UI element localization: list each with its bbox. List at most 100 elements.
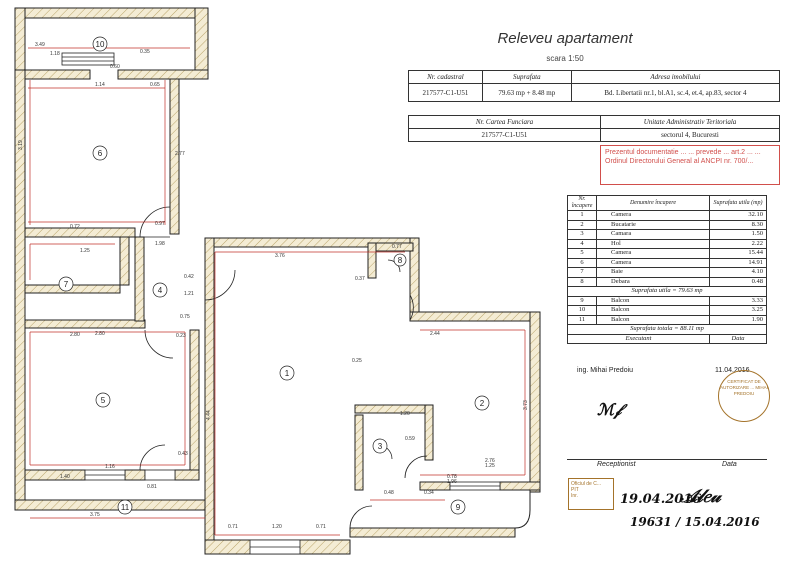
dimension-lines — [28, 47, 526, 536]
ancpi-stamp: Prezentul documentatie ... ... prevede .… — [600, 145, 780, 185]
svg-text:0.65: 0.65 — [150, 82, 160, 88]
table-header: Unitate Administrativ Teritoriala — [600, 115, 780, 129]
table-cell: Bucatarie — [596, 219, 710, 230]
table-cell: Hol — [596, 238, 710, 249]
table-cell: 32.10 — [709, 210, 767, 221]
svg-text:1.96: 1.96 — [447, 479, 457, 485]
svg-text:0.77: 0.77 — [392, 244, 402, 250]
table-cell: 3.25 — [709, 305, 767, 316]
svg-text:1.40: 1.40 — [60, 474, 70, 480]
table-header: Adresa imobilului — [570, 70, 781, 84]
carte-funciara-table: Nr. Cartea Funciara Unitate Administrati… — [408, 115, 780, 142]
windows — [61, 52, 501, 555]
page-title: Releveu apartament — [497, 30, 633, 47]
room-9-label: 9 — [456, 503, 461, 512]
svg-text:0.48: 0.48 — [384, 490, 394, 496]
svg-text:0.72: 0.72 — [70, 224, 80, 230]
table-cell: 217577-C1-U51 — [408, 128, 601, 142]
svg-text:0.43: 0.43 — [178, 451, 188, 457]
handwritten-date: 19.04.2016 — [620, 492, 702, 507]
table-cell: Bd. Libertatii nr.1, bl.A1, sc.4, et.4, … — [570, 83, 781, 102]
room-10-label: 10 — [96, 40, 105, 49]
executant-label: Executant — [567, 333, 710, 344]
table-cell: 5 — [567, 248, 597, 259]
table-cell: 79.63 mp + 8.48 mp — [481, 83, 572, 102]
svg-text:1.21: 1.21 — [184, 291, 194, 297]
svg-text:0.35: 0.35 — [140, 49, 150, 55]
dimension-labels: 3.49 1.18 0.35 0.60 1.14 0.65 2.77 3.19 … — [18, 42, 529, 530]
subtotal-row: Suprafata utila = 79.63 mp — [567, 286, 767, 297]
handwritten-reference: 19631 / 15.04.2016 — [630, 515, 760, 529]
table-header: Suprafata utila (mp) — [709, 195, 767, 211]
table-cell: 1.50 — [709, 229, 767, 240]
svg-text:0.34: 0.34 — [424, 490, 434, 496]
table-cell: Balcon — [596, 305, 710, 316]
room-11-label: 11 — [121, 503, 130, 512]
svg-text:3.73: 3.73 — [523, 400, 529, 410]
balcony-9-outline — [350, 492, 531, 529]
svg-text:1.16: 1.16 — [105, 464, 115, 470]
table-cell: 6 — [567, 257, 597, 268]
table-cell: sectorul 4, Bucuresti — [600, 128, 780, 142]
table-cell: 8 — [567, 276, 597, 287]
table-cell: Baie — [596, 267, 710, 278]
scale-label: scara 1:50 — [546, 54, 584, 63]
table-cell: Camera — [596, 257, 710, 268]
table-cell: 1 — [567, 210, 597, 221]
svg-text:1.20: 1.20 — [400, 411, 410, 417]
signature-area: ing. Mihai Predoiu 11.04.2016 ℳ𝒻 Recepti… — [567, 345, 767, 475]
svg-text:4.44: 4.44 — [206, 410, 212, 420]
receptionist-label: Receptionist — [597, 461, 636, 468]
table-cell: 3.33 — [709, 295, 767, 306]
table-cell: 8.30 — [709, 219, 767, 230]
room-7-label: 7 — [64, 280, 69, 289]
table-cell: 0.48 — [709, 276, 767, 287]
table-header: Nr. Cartea Funciara — [408, 115, 601, 129]
svg-text:0.81: 0.81 — [147, 484, 157, 490]
room-3-label: 3 — [378, 442, 383, 451]
svg-text:2.80: 2.80 — [70, 332, 80, 338]
table-cell: 2.22 — [709, 238, 767, 249]
svg-text:3.19: 3.19 — [18, 140, 24, 150]
authorization-stamp: CERTIFICAT DE AUTORIZARE ... MIHAI PREDO… — [718, 370, 770, 422]
svg-text:0.25: 0.25 — [352, 358, 362, 364]
svg-text:1.18: 1.18 — [50, 51, 60, 57]
svg-text:0.37: 0.37 — [355, 276, 365, 282]
table-cell: Camara — [596, 229, 710, 240]
svg-text:0.71: 0.71 — [316, 524, 326, 530]
table-cell: Balcon — [596, 295, 710, 306]
executant-date: 11.04.2016 — [715, 367, 750, 374]
floor-plan: 3.49 1.18 0.35 0.60 1.14 0.65 2.77 3.19 … — [14, 7, 541, 555]
executant-signature: ℳ𝒻 — [597, 400, 622, 419]
table-cell: 9 — [567, 295, 597, 306]
table-header: Suprafata — [481, 70, 572, 84]
svg-text:0.97: 0.97 — [155, 221, 165, 227]
svg-text:0.78: 0.78 — [447, 474, 457, 480]
table-cell: 14.91 — [709, 257, 767, 268]
table-cell: 11 — [567, 314, 597, 325]
cadastral-table: Nr. cadastral Suprafata Adresa imobilulu… — [408, 70, 781, 102]
svg-text:3.76: 3.76 — [275, 253, 285, 259]
room-6-label: 6 — [98, 149, 103, 158]
room-2-label: 2 — [480, 399, 485, 408]
table-cell: 217577-C1-U51 — [408, 83, 483, 102]
table-cell: 1.90 — [709, 314, 767, 325]
table-cell: 4 — [567, 238, 597, 249]
room-5-label: 5 — [101, 396, 106, 405]
svg-text:3.49: 3.49 — [35, 42, 45, 48]
rooms-table: Nr. încapere Denumire încapere Suprafata… — [567, 195, 767, 344]
walls — [14, 7, 541, 555]
